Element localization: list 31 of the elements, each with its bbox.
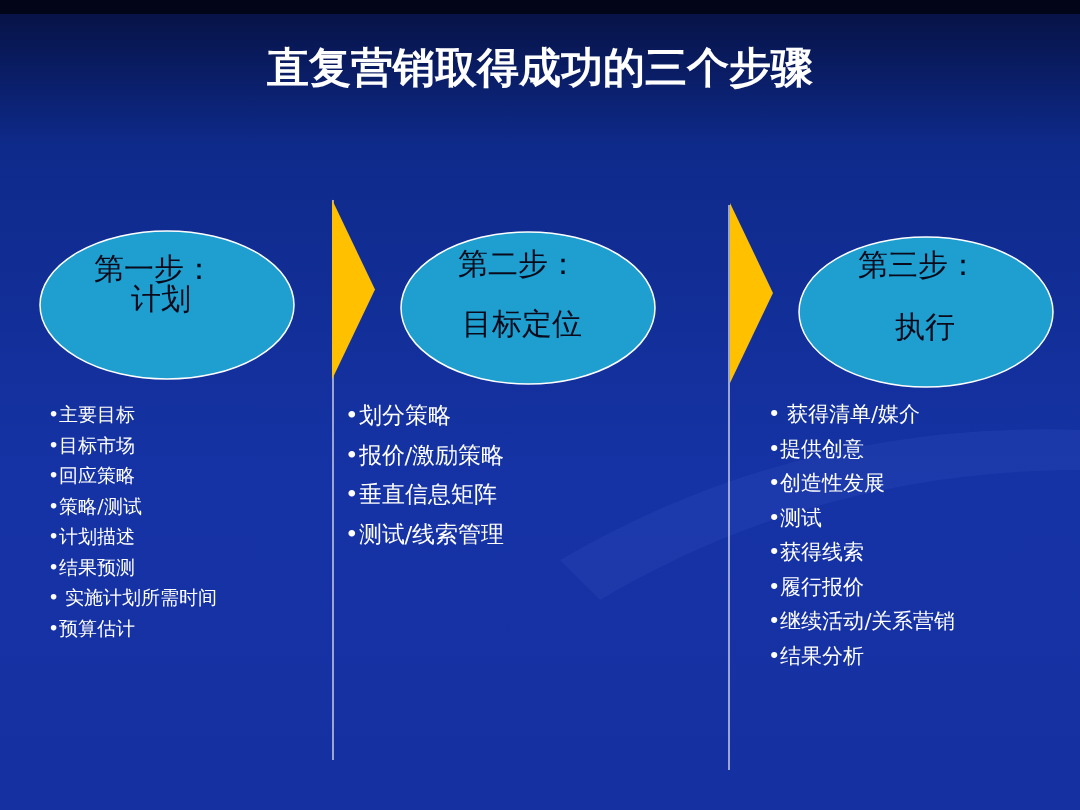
bullet-item: • 获得清单/媒介 <box>768 403 921 427</box>
step-name: 目标定位 <box>462 307 582 340</box>
bullet-item: •履行报价 <box>768 575 865 599</box>
bullet-item: •获得线索 <box>768 541 865 565</box>
bullet-item: •继续活动/关系营销 <box>768 610 956 634</box>
bullet-item: • 实施计划所需时间 <box>48 587 218 608</box>
step-ellipse <box>798 236 1054 388</box>
bullet-item: •策略/测试 <box>48 495 142 517</box>
bullet-item: •报价/激励策略 <box>345 442 505 468</box>
step-ellipse <box>39 230 295 380</box>
bullet-item: •划分策略 <box>345 403 451 429</box>
bullet-item: •计划描述 <box>48 526 136 547</box>
step-label: 第一步： <box>94 252 214 285</box>
bullet-item: •目标市场 <box>48 434 136 456</box>
chevron-arrow <box>730 203 773 383</box>
bullet-item: •结果预测 <box>48 556 136 578</box>
step-label: 第三步： <box>858 248 978 281</box>
title: 直复营销取得成功的三个步骤 <box>267 42 813 94</box>
step-label: 第二步： <box>458 247 578 280</box>
bullet-item: •测试/线索管理 <box>345 521 505 547</box>
bullet-item: •垂直信息矩阵 <box>345 482 497 508</box>
step-name: 执行 <box>895 310 955 343</box>
bullet-item: •预算估计 <box>48 617 136 639</box>
bullet-item: •回应策略 <box>48 465 136 486</box>
bullet-item: •创造性发展 <box>768 472 886 496</box>
bullet-item: •主要目标 <box>48 404 136 425</box>
bullet-item: •提供创意 <box>768 437 865 461</box>
bullet-item: •结果分析 <box>768 644 865 668</box>
bullet-item: •测试 <box>768 506 823 530</box>
chevron-arrow <box>332 199 375 380</box>
step-ellipse <box>400 231 656 385</box>
